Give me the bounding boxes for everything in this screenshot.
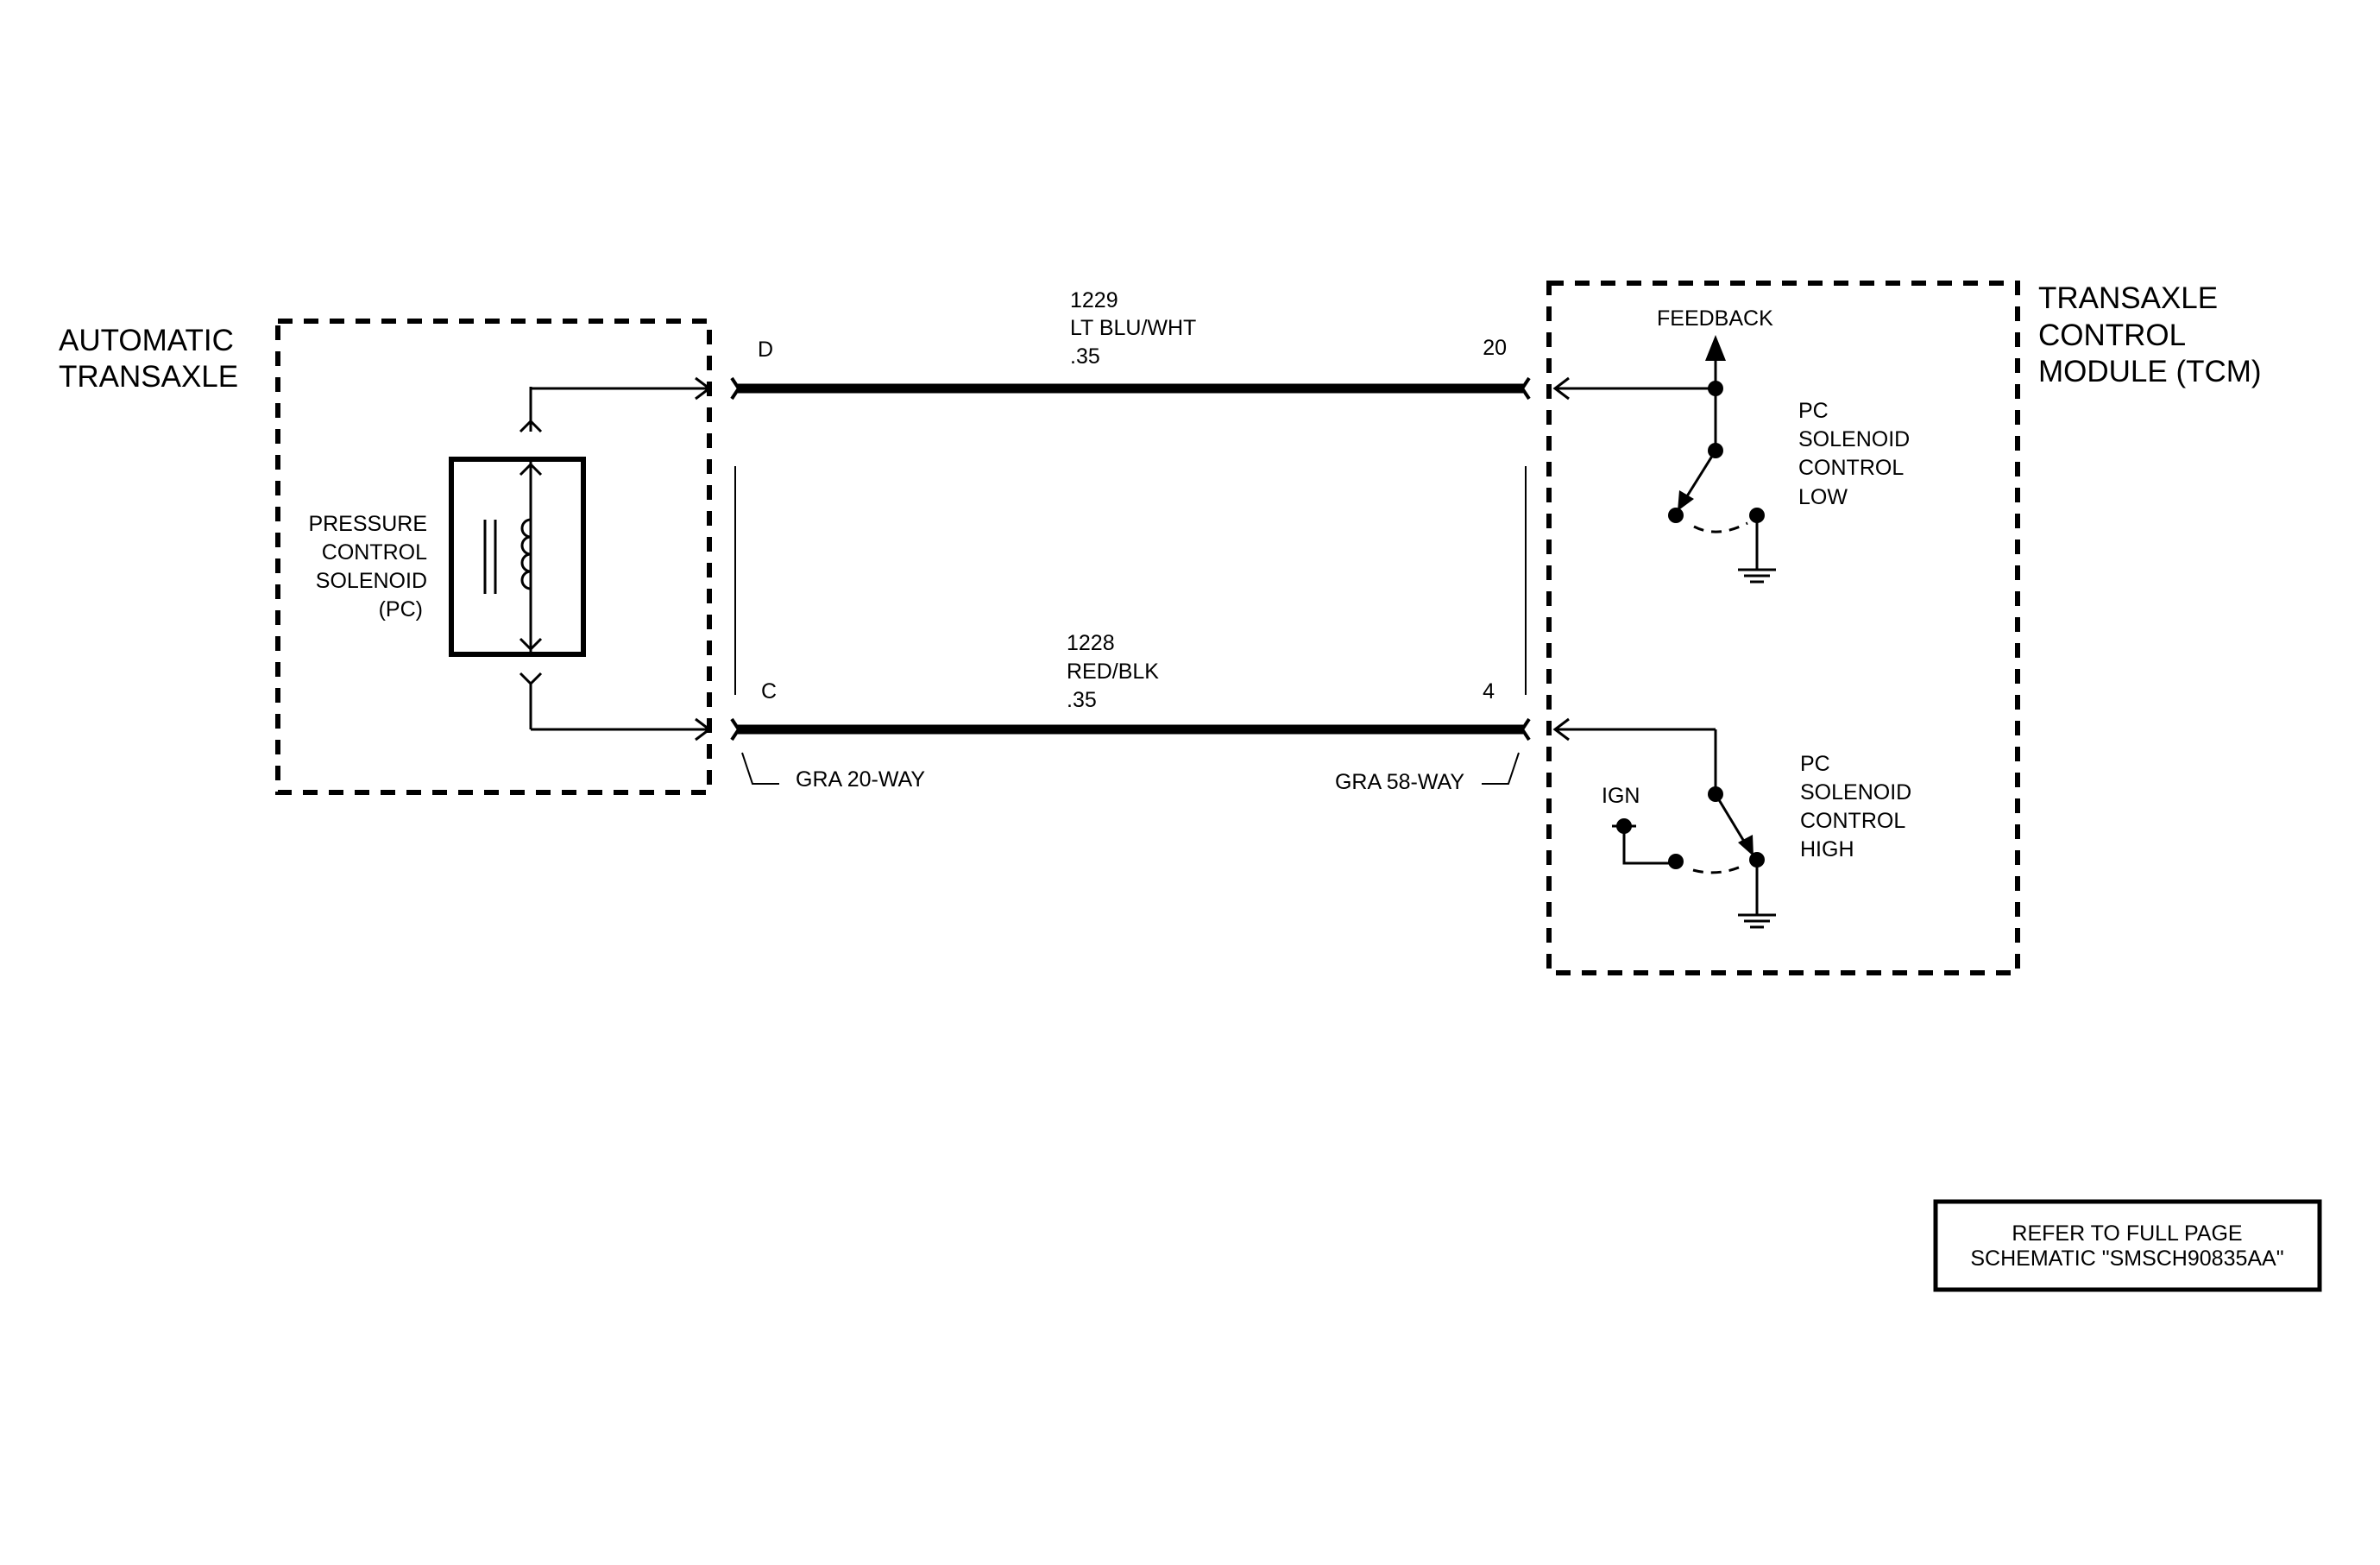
connector-left-callout [741,752,779,785]
tcm-module: TRANSAXLE CONTROL MODULE (TCM) [1546,281,2262,975]
wire-1229-gauge: .35 [1070,344,1100,369]
solenoid-lead-bottom-arrow-icon [519,637,543,652]
lead-top-arrow-icon [695,376,712,401]
refer-box-frame [1933,1199,2322,1292]
tcm-boundary [1546,281,2020,975]
connector-left-pin-top-icon [730,376,741,401]
solenoid-label-line2: CONTROL [322,540,427,565]
high-input-arrow-icon [1552,717,1570,741]
wire-1228-gauge: .35 [1067,688,1097,712]
low-label-line1: PC [1798,399,1829,423]
connector-right-pin-top-icon [1520,376,1531,401]
pressure-control-solenoid: PRESSURE CONTROL SOLENOID (PC) [308,457,586,657]
tcm-title-line3: MODULE (TCM) [2038,355,2262,388]
pc-solenoid-control-high: IGN PC SOLENOID CONTROL HIGH [1552,717,1911,929]
high-label-line4: HIGH [1800,837,1854,861]
automatic-transaxle-title-line1: AUTOMATIC [59,324,234,357]
refer-box-line1: REFER TO FULL PAGE [2012,1221,2242,1246]
lead-top-terminal-icon [519,419,543,433]
pin-c-label: C [761,679,777,704]
feedback-label: FEEDBACK [1657,306,1773,331]
refer-to-schematic-box: REFER TO FULL PAGE SCHEMATIC "SMSCH90835… [1933,1199,2322,1292]
automatic-transaxle-title-line2: TRANSAXLE [59,360,238,394]
automatic-transaxle-boundary [275,319,712,795]
solenoid-leads [519,376,712,741]
low-label-line4: LOW [1798,485,1848,509]
high-switch-arrow-icon [1738,835,1754,856]
connector-left-label: GRA 20-WAY [796,767,925,792]
ign-line [1622,826,1676,865]
low-label-line3: CONTROL [1798,456,1904,480]
ign-label: IGN [1602,784,1640,808]
high-switch-actuator [1692,863,1746,874]
lead-bottom-arrow-icon [695,717,712,741]
solenoid-body [449,457,586,657]
wire-1229-color: LT BLU/WHT [1070,316,1196,340]
solenoid-label-line3: SOLENOID [316,569,427,593]
high-node-ign-contact [1668,854,1684,869]
feedback-arrow-icon [1705,335,1726,361]
low-switch-actuator [1693,521,1748,533]
refer-box-line2: SCHEMATIC "SMSCH90835AA" [1970,1246,2283,1271]
solenoid-label-line4: (PC) [379,597,423,622]
connector-right-pin-bottom-icon [1520,717,1531,741]
low-switch-blade [1684,450,1717,500]
automatic-transaxle-module: AUTOMATIC TRANSAXLE [59,319,712,795]
low-ground-icon [1738,568,1776,584]
solenoid-lead-top-arrow-icon [519,462,543,476]
high-label-line2: SOLENOID [1800,780,1911,805]
solenoid-label-line1: PRESSURE [308,512,427,536]
pin-20-label: 20 [1483,336,1507,360]
wire-1228-color: RED/BLK [1067,659,1159,684]
connector-right-label: GRA 58-WAY [1335,770,1464,794]
high-ground-icon [1738,913,1776,929]
tcm-title-line1: TRANSAXLE [2038,281,2218,315]
connector-right-callout [1482,752,1520,785]
tcm-title-line2: CONTROL [2038,319,2186,352]
pc-solenoid-control-low: FEEDBACK PC SOLENOID CONTROL LOW [1552,306,1910,584]
lead-bottom-terminal-icon [519,672,543,686]
connector-left-pin-bottom-icon [730,717,741,741]
harness: D 20 C 4 1229 LT BLU/WHT .35 1228 RED/BL… [730,288,1531,794]
low-label-line2: SOLENOID [1798,427,1910,451]
wire-1229-circuit: 1229 [1070,288,1118,312]
low-input-arrow-icon [1552,376,1570,401]
high-label-line1: PC [1800,752,1830,776]
high-switch-blade [1714,793,1747,845]
pin-d-label: D [758,338,773,362]
low-node-contact [1668,508,1684,523]
high-label-line3: CONTROL [1800,809,1905,833]
low-node-junction [1708,381,1723,396]
low-switch-arrow-icon [1678,490,1694,511]
pin-4-label: 4 [1483,679,1495,704]
wire-1228-circuit: 1228 [1067,631,1115,655]
